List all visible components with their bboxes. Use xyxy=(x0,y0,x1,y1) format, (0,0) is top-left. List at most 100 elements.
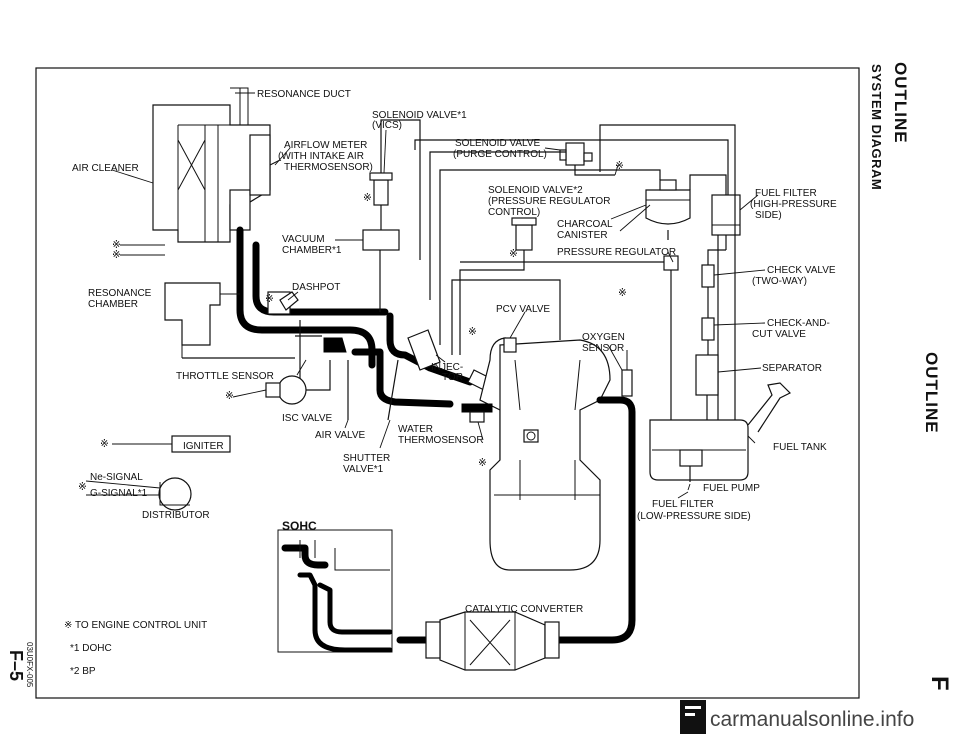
label-fuel-filter-low-1: FUEL FILTER xyxy=(652,499,714,510)
legend-dohc: *1 DOHC xyxy=(70,643,112,654)
label-fuel-filter-high-2: (HIGH-PRESSURE xyxy=(750,199,837,210)
label-fuel-tank: FUEL TANK xyxy=(773,442,827,453)
label-fuel-filter-high-3: SIDE) xyxy=(755,210,782,221)
solenoid-valve-purge xyxy=(429,142,615,300)
airflow-meter xyxy=(249,134,281,196)
legend-ecu: ※ TO ENGINE CONTROL UNIT xyxy=(64,620,207,631)
check-and-cut-valve xyxy=(701,317,715,355)
document-code: 03U0FX-005 xyxy=(25,642,34,688)
vacuum-chamber xyxy=(335,229,400,312)
asterisk-marker: ※ xyxy=(265,293,274,305)
label-resonance-chamber-2: CHAMBER xyxy=(88,299,138,310)
label-resonance-duct: RESONANCE DUCT xyxy=(257,89,351,100)
diagram-title: SYSTEM DIAGRAM xyxy=(869,64,884,190)
asterisk-marker: ※ xyxy=(615,160,624,172)
label-fuel-pump: FUEL PUMP xyxy=(703,483,760,494)
label-airflow-meter-3: THERMOSENSOR) xyxy=(284,162,373,173)
legend-bp: *2 BP xyxy=(70,666,96,677)
label-injector-2: TOR xyxy=(442,372,463,383)
label-pcv-valve: PCV VALVE xyxy=(496,304,550,315)
pressure-regulator xyxy=(460,255,679,442)
label-solenoid-purge-2: (PURGE CONTROL) xyxy=(453,149,547,160)
label-vacuum-chamber-1: VACUUM xyxy=(282,234,325,245)
water-thermosensor xyxy=(461,403,493,423)
section-title-mid: OUTLINE xyxy=(922,352,941,434)
asterisk-marker: ※ xyxy=(509,248,518,260)
label-solenoid-purge-1: SOLENOID VALVE xyxy=(455,138,541,149)
asterisk-marker: ※ xyxy=(478,457,487,469)
label-fuel-filter-low-2: (LOW-PRESSURE SIDE) xyxy=(637,511,751,522)
leader-lines xyxy=(85,92,766,499)
label-igniter: IGNITER xyxy=(183,441,224,452)
asterisk-marker: ※ xyxy=(100,438,109,450)
label-solenoid-pressure-1: SOLENOID VALVE*2 xyxy=(488,185,583,196)
asterisk-marker: ※ xyxy=(618,287,627,299)
label-catalytic-converter: CATALYTIC CONVERTER xyxy=(465,604,583,615)
vapor-hose-2 xyxy=(414,139,729,195)
label-solenoid-pressure-3: CONTROL) xyxy=(488,207,540,218)
page-number: F–5 xyxy=(6,650,26,681)
label-shutter-valve-1: SHUTTER xyxy=(343,453,390,464)
resonance-duct xyxy=(230,87,249,125)
label-ne-signal: Ne-SIGNAL xyxy=(90,472,143,483)
label-oxygen-sensor-1: OXYGEN xyxy=(582,332,625,343)
label-isc-valve: ISC VALVE xyxy=(282,413,333,424)
resonance-chamber xyxy=(164,282,295,359)
label-water-thermosensor-1: WATER xyxy=(398,424,433,435)
intake-manifold xyxy=(386,312,474,386)
igniter xyxy=(112,435,231,453)
asterisk-marker: ※ xyxy=(78,481,87,493)
distributor xyxy=(158,477,192,511)
asterisk-marker: ※ xyxy=(363,192,372,204)
separator xyxy=(695,354,719,420)
label-pressure-regulator: PRESSURE REGULATOR xyxy=(557,247,676,258)
label-check-valve-2: (TWO-WAY) xyxy=(752,276,807,287)
isc-valve xyxy=(265,360,331,405)
solenoid-valve-pressure-reg xyxy=(459,217,537,355)
label-dashpot: DASHPOT xyxy=(292,282,340,293)
label-separator: SEPARATOR xyxy=(762,363,822,374)
label-airflow-meter-1: AIRFLOW METER xyxy=(284,140,367,151)
watermark-logo xyxy=(680,700,706,734)
watermark-text: carmanualsonline.info xyxy=(710,708,914,731)
asterisk-marker: ※ xyxy=(112,239,121,251)
fuel-return-hose xyxy=(451,279,561,355)
intake-manifold-2 xyxy=(351,348,454,408)
label-resonance-chamber-1: RESONANCE xyxy=(88,288,152,299)
label-g-signal: G-SIGNAL*1 xyxy=(90,488,148,499)
label-check-and-cut-2: CUT VALVE xyxy=(752,329,806,340)
throttle-body xyxy=(267,291,347,395)
label-solenoid-vics-2: (VICS) xyxy=(372,120,402,131)
catalytic-converter xyxy=(425,611,560,671)
label-check-and-cut-1: CHECK-AND- xyxy=(767,318,830,329)
charcoal-canister xyxy=(439,169,691,345)
label-charcoal-2: CANISTER xyxy=(557,230,608,241)
asterisk-marker: ※ xyxy=(225,390,234,402)
fuel-tank xyxy=(649,382,792,482)
solenoid-valve-vics xyxy=(369,119,421,260)
label-fuel-filter-high-1: FUEL FILTER xyxy=(755,188,817,199)
shutter-valve-link xyxy=(387,359,399,421)
label-oxygen-sensor-2: SENSOR xyxy=(582,343,624,354)
label-distributor: DISTRIBUTOR xyxy=(142,510,210,521)
label-solenoid-pressure-2: (PRESSURE REGULATOR xyxy=(488,196,610,207)
asterisk-marker: ※ xyxy=(468,326,477,338)
fuel-filter-high xyxy=(689,174,741,442)
label-shutter-valve-2: VALVE*1 xyxy=(343,464,384,475)
label-air-cleaner: AIR CLEANER xyxy=(72,163,139,174)
asterisk-marker: ※ xyxy=(112,249,121,261)
label-solenoid-vics-1: SOLENOID VALVE*1 xyxy=(372,110,467,121)
label-charcoal-1: CHARCOAL xyxy=(557,219,613,230)
label-water-thermosensor-2: THERMOSENSOR xyxy=(398,435,484,446)
section-title-top: OUTLINE xyxy=(891,62,910,144)
exhaust-pipe xyxy=(471,396,636,644)
intake-duct xyxy=(236,226,376,369)
section-letter: F xyxy=(926,676,953,691)
label-sohc: SOHC xyxy=(282,519,317,533)
label-airflow-meter-2: (WITH INTAKE AIR xyxy=(278,151,364,162)
diagram-frame xyxy=(35,67,860,699)
engine-block xyxy=(479,337,611,571)
pcv-valve xyxy=(503,337,517,353)
label-check-valve-1: CHECK VALVE xyxy=(767,265,836,276)
